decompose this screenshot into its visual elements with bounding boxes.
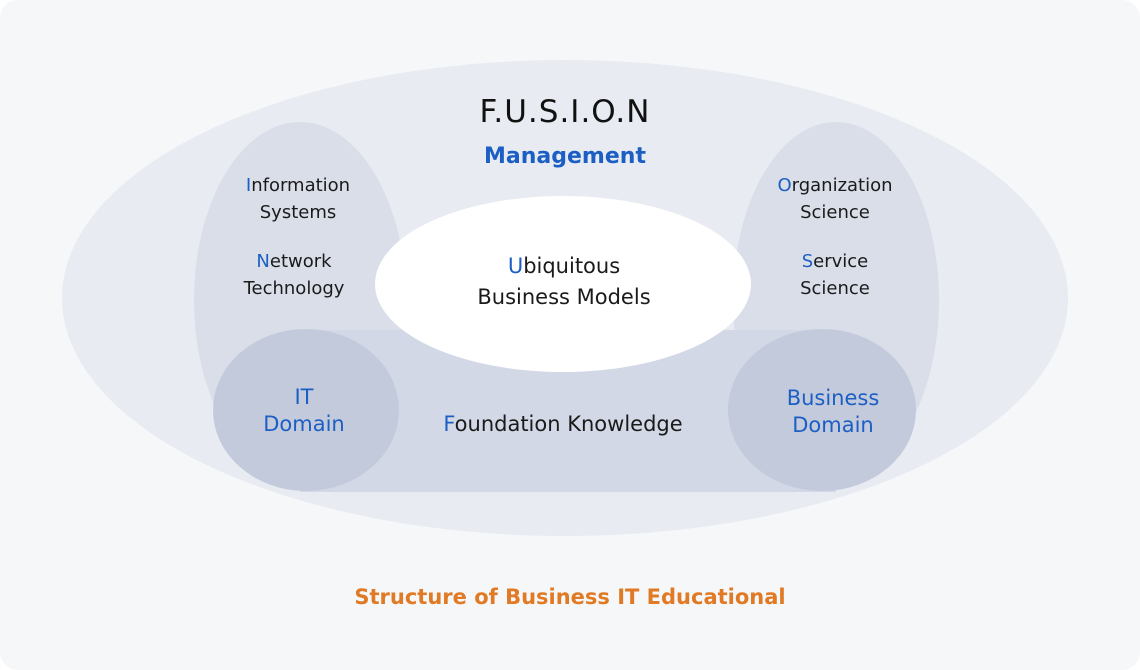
organization-science-label: Organization Science <box>747 172 923 226</box>
it-domain-line1: IT <box>294 385 314 409</box>
foundation-knowledge-label: Foundation Knowledge <box>413 409 713 440</box>
business-domain-ellipse <box>728 329 916 491</box>
organization-rest: rganization <box>791 175 893 196</box>
business-domain-label: Business Domain <box>753 385 913 439</box>
it-domain-line2: Domain <box>263 412 345 436</box>
ubiquitous-rest: biquitous <box>523 254 621 278</box>
it-domain-ellipse <box>213 329 399 491</box>
diagram-caption: Structure of Business IT Educational <box>354 585 786 609</box>
information-rest: nformation <box>251 175 351 196</box>
business-domain-line2: Domain <box>792 413 874 437</box>
technology-line: Technology <box>243 278 345 299</box>
network-rest: etwork <box>269 251 332 272</box>
management-label: Management <box>484 144 646 169</box>
business-domain-line1: Business <box>786 386 880 410</box>
ubiquitous-business-models-label: Ubiquitous Business Models <box>424 251 704 313</box>
network-initial: N <box>256 251 270 272</box>
org-science-line: Science <box>800 202 870 223</box>
information-systems-label: Information Systems <box>210 172 386 226</box>
service-rest: ervice <box>813 251 869 272</box>
business-models-line: Business Models <box>477 285 651 309</box>
foundation-rest: oundation Knowledge <box>454 412 683 436</box>
ubiquitous-initial: U <box>507 254 524 278</box>
organization-initial: O <box>777 175 792 196</box>
service-science-line: Science <box>800 278 870 299</box>
service-initial: S <box>801 251 814 272</box>
network-technology-label: Network Technology <box>206 248 382 302</box>
information-initial: I <box>245 175 252 196</box>
foundation-initial: F <box>443 412 455 436</box>
ubiquitous-ellipse <box>375 196 751 372</box>
systems-line: Systems <box>259 202 337 223</box>
it-domain-label: IT Domain <box>234 384 374 438</box>
service-science-label: Service Science <box>747 248 923 302</box>
diagram-title: F.U.S.I.O.N <box>479 94 651 130</box>
